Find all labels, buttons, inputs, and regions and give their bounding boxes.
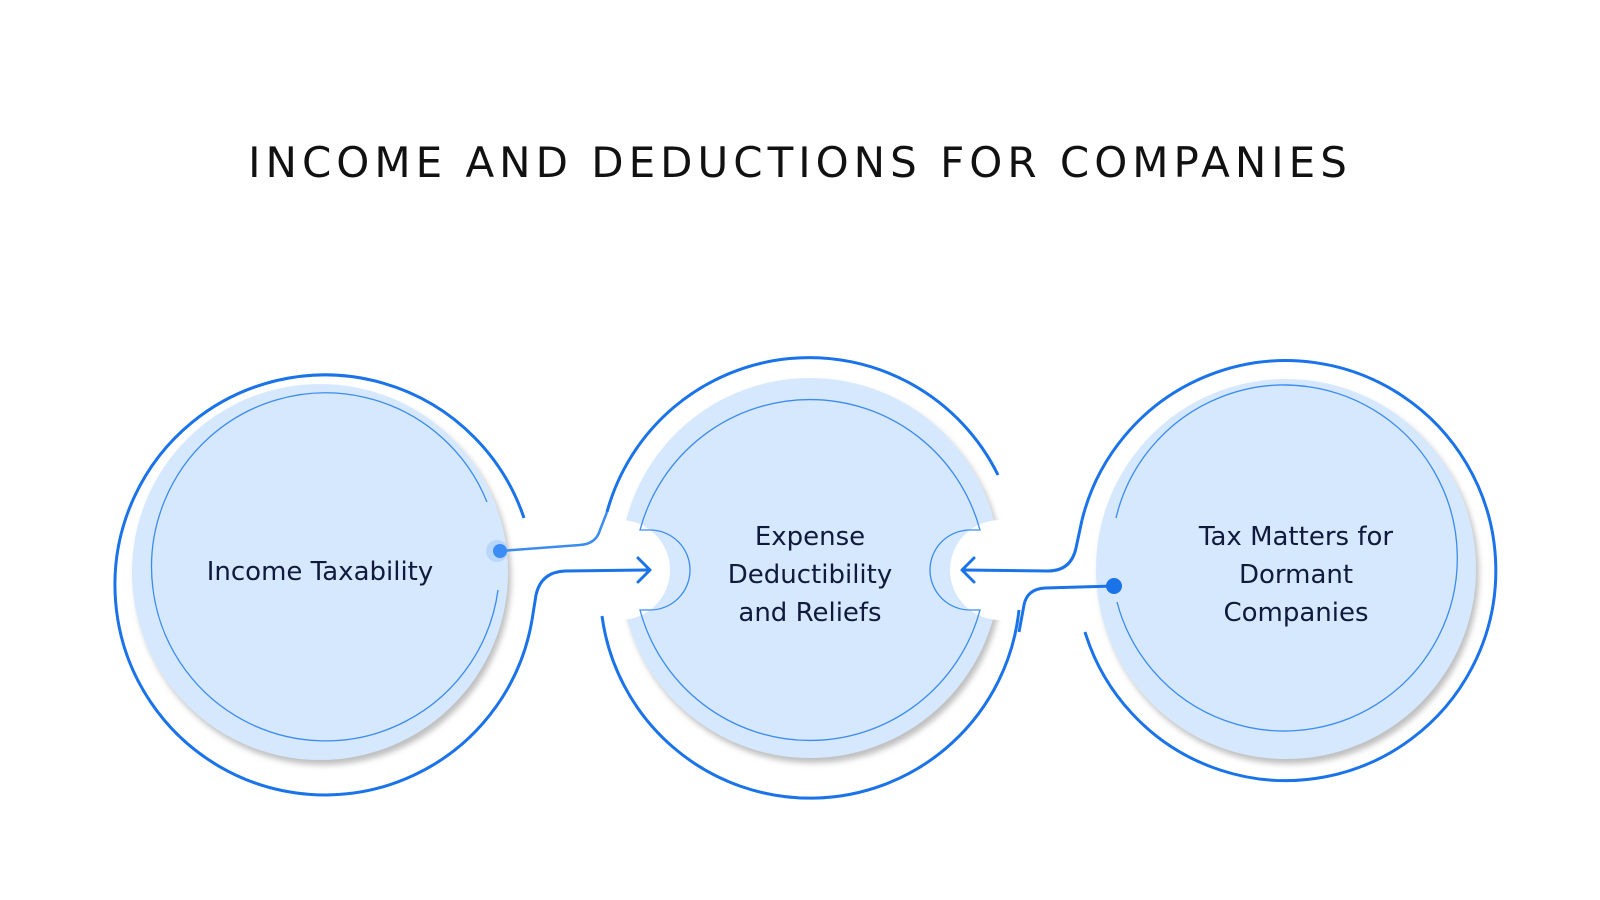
- node-label-line: Dormant: [1238, 560, 1354, 590]
- diagram-title: INCOME AND DEDUCTIONS FOR COMPANIES: [248, 138, 1352, 187]
- outer-ring-top: [605, 356, 1000, 513]
- node-income-taxability: [113, 373, 534, 797]
- outer-ring: [1080, 359, 1498, 783]
- node-label-line: Companies: [1223, 598, 1369, 628]
- connector-line-right-bottom: [1017, 584, 1115, 633]
- connector-arrow-left: [530, 568, 649, 621]
- connector-arrow-right: [963, 519, 1084, 573]
- connector-line-left-top: [499, 511, 609, 553]
- arrow-head-right-icon: [636, 556, 652, 584]
- node-label-line: and Reliefs: [738, 598, 882, 628]
- node-label-line: Tax Matters for: [1198, 522, 1394, 552]
- inner-ring: [639, 398, 981, 742]
- node-dormant-companies: [1080, 359, 1498, 783]
- node-fill: [1096, 379, 1476, 759]
- node-fill: [132, 384, 508, 760]
- outer-ring: [113, 373, 534, 797]
- node-label-expense-deductibility: Expense Deductibility and Reliefs: [660, 518, 960, 632]
- node-label-line: Expense: [754, 522, 866, 552]
- node-label-text: Income Taxability: [206, 557, 434, 587]
- node-label-dormant-companies: Tax Matters for Dormant Companies: [1146, 518, 1446, 632]
- node-fill: [620, 378, 1000, 758]
- arrow-head-left-icon: [960, 556, 976, 584]
- inner-ring: [1115, 384, 1458, 732]
- inner-ring: [150, 392, 499, 742]
- node-expense-deductibility: [600, 356, 1021, 800]
- outer-ring-bottom: [600, 609, 1021, 800]
- node-label-line: Deductibility: [727, 560, 893, 590]
- node-label-income-taxability: Income Taxability: [170, 552, 470, 592]
